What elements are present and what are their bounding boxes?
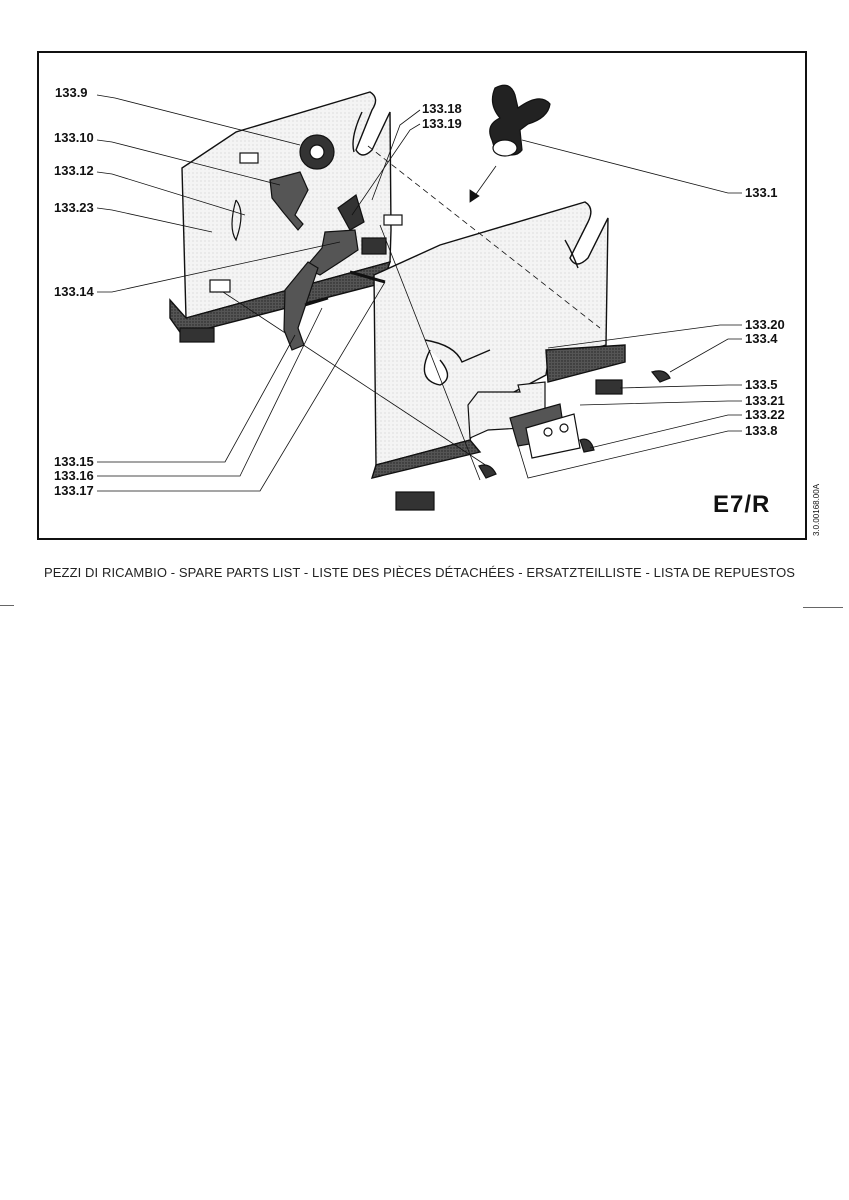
part-label-133-22: 133.22 bbox=[745, 407, 785, 422]
slide-bracket-parts bbox=[467, 370, 671, 479]
assembly-guide-lines bbox=[219, 145, 601, 481]
fold-mark-right bbox=[803, 607, 843, 608]
part-label-133-19: 133.19 bbox=[422, 116, 462, 131]
part-label-133-17: 133.17 bbox=[54, 483, 94, 498]
sheet-code: E7/R bbox=[713, 491, 771, 518]
part-label-133-16: 133.16 bbox=[54, 468, 94, 483]
part-label-133-14: 133.14 bbox=[54, 284, 94, 299]
document-code-vertical: 3.0.00168.00A bbox=[812, 483, 821, 536]
part-label-133-20: 133.20 bbox=[745, 317, 785, 332]
part-label-133-9: 133.9 bbox=[55, 85, 88, 100]
part-label-133-12: 133.12 bbox=[54, 163, 94, 178]
part-label-133-23: 133.23 bbox=[54, 200, 94, 215]
front-side-plate bbox=[370, 201, 626, 479]
part-label-133-15: 133.15 bbox=[54, 454, 94, 469]
part-label-133-4: 133.4 bbox=[745, 331, 778, 346]
lever-and-small-parts bbox=[179, 152, 623, 511]
fold-mark-left bbox=[0, 605, 14, 606]
part-label-133-18: 133.18 bbox=[422, 101, 462, 116]
part-label-133-1: 133.1 bbox=[745, 185, 778, 200]
drawing-frame bbox=[37, 51, 807, 540]
part-label-133-10: 133.10 bbox=[54, 130, 94, 145]
footer-title: PEZZI DI RICAMBIO - SPARE PARTS LIST - L… bbox=[44, 565, 796, 580]
impeller-gear-part bbox=[299, 134, 335, 170]
part-label-133-8: 133.8 bbox=[745, 423, 778, 438]
callout-leader-lines bbox=[96, 94, 742, 492]
part-label-133-5: 133.5 bbox=[745, 377, 778, 392]
part-label-133-21: 133.21 bbox=[745, 393, 785, 408]
wing-knob-part bbox=[489, 84, 551, 157]
